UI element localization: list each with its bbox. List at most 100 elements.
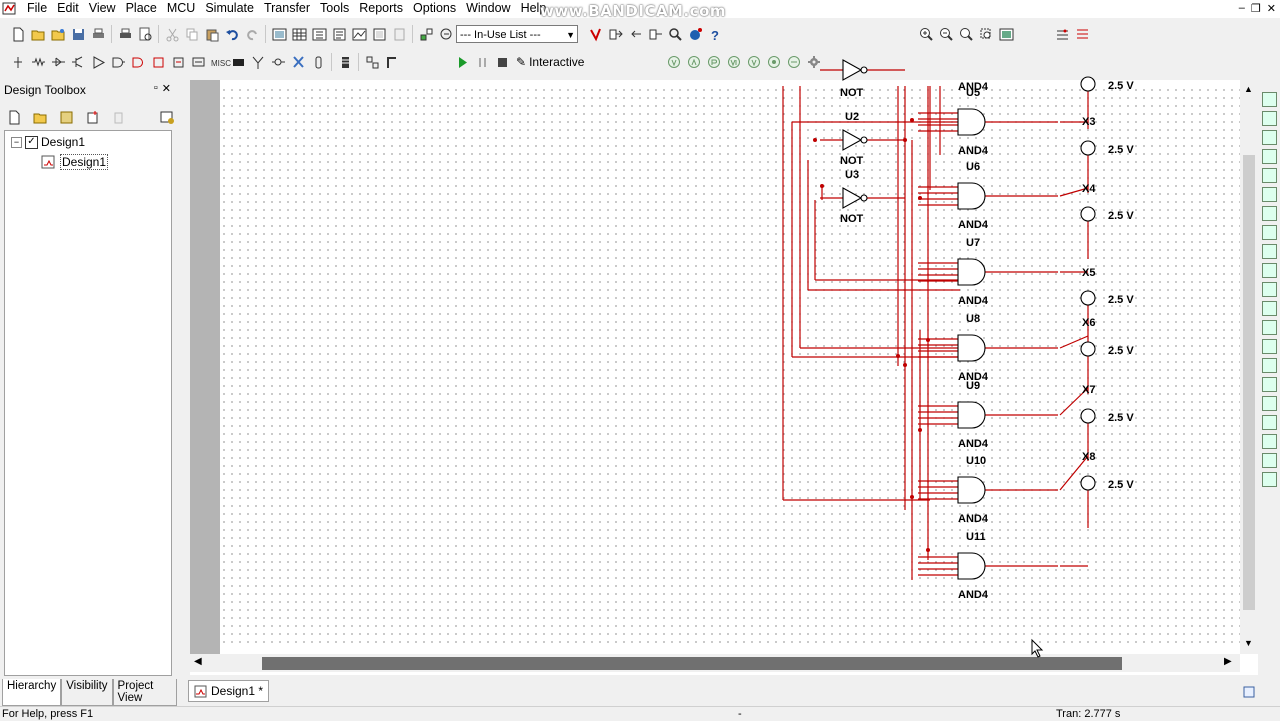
electrical-rules-icon[interactable]: [390, 25, 408, 43]
zoom-in-icon[interactable]: [917, 25, 935, 43]
back-annotate-icon[interactable]: [437, 25, 455, 43]
run-simulation-icon[interactable]: [453, 53, 471, 71]
menu-transfer[interactable]: Transfer: [263, 1, 311, 15]
menu-file[interactable]: File: [27, 1, 48, 15]
bode-plotter-icon[interactable]: [1262, 187, 1277, 202]
grapher-icon[interactable]: [350, 25, 368, 43]
toolbox-minimize-icon[interactable]: ▫: [153, 82, 158, 94]
help-icon[interactable]: ?: [706, 25, 724, 43]
iv-analyzer-icon[interactable]: [1262, 282, 1277, 297]
tab-hierarchy[interactable]: Hierarchy: [2, 679, 62, 706]
tab-scroll-icon[interactable]: [1243, 686, 1255, 698]
full-screen-zoom-icon[interactable]: [997, 25, 1015, 43]
spreadsheet-icon[interactable]: [290, 25, 308, 43]
probe-voltage-ref-icon[interactable]: [745, 53, 763, 71]
scroll-left-icon[interactable]: ◀: [194, 656, 202, 667]
print-icon[interactable]: [116, 25, 134, 43]
open-design-icon[interactable]: [31, 108, 49, 126]
electrical-rules-check-icon[interactable]: [586, 25, 604, 43]
postprocessor-icon[interactable]: [370, 25, 388, 43]
probe-ref-icon[interactable]: [785, 53, 803, 71]
menu-edit[interactable]: Edit: [57, 1, 79, 15]
zoom-sheet-icon[interactable]: [977, 25, 995, 43]
list-view-icon[interactable]: [1073, 25, 1091, 43]
open-folder-button[interactable]: [29, 25, 47, 43]
place-misc-digital-icon[interactable]: [149, 53, 167, 71]
place-probe-icon[interactable]: [309, 53, 327, 71]
back-annotate-ultiboard-icon[interactable]: [626, 25, 644, 43]
transfer-icon[interactable]: [606, 25, 624, 43]
restore-icon[interactable]: ❐: [1250, 3, 1261, 15]
network-analyzer-icon[interactable]: [1262, 339, 1277, 354]
oscilloscope-icon[interactable]: [1262, 149, 1277, 164]
scroll-right-icon[interactable]: ▶: [1224, 656, 1232, 667]
place-indicator-icon[interactable]: [189, 53, 207, 71]
save-button[interactable]: [69, 25, 87, 43]
design-checkbox-icon[interactable]: ✓: [25, 135, 38, 149]
cut-icon[interactable]: [163, 25, 181, 43]
function-generator-icon[interactable]: [1262, 111, 1277, 126]
interactive-mode-button[interactable]: ✎Interactive: [516, 55, 584, 69]
current-probe-icon[interactable]: [1262, 472, 1277, 487]
copy-icon[interactable]: [183, 25, 201, 43]
horizontal-scrollbar[interactable]: ◀ ▶: [190, 654, 1240, 672]
place-electromechanical-icon[interactable]: [269, 53, 287, 71]
probe-voltage-icon[interactable]: [665, 53, 683, 71]
new-file-button[interactable]: [9, 25, 27, 43]
four-channel-scope-icon[interactable]: [1262, 168, 1277, 183]
pause-simulation-icon[interactable]: [473, 53, 491, 71]
place-analog-icon[interactable]: [89, 53, 107, 71]
place-cmos-icon[interactable]: [129, 53, 147, 71]
agilent-multimeter-icon[interactable]: [1262, 377, 1277, 392]
toolbox-close-icon[interactable]: ✕: [161, 83, 171, 95]
new-subcircuit-icon[interactable]: [83, 108, 101, 126]
menu-place[interactable]: Place: [125, 1, 157, 15]
delete-design-icon[interactable]: [109, 108, 127, 126]
probe-diff-voltage-icon[interactable]: [725, 53, 743, 71]
frequency-counter-icon[interactable]: [1262, 206, 1277, 221]
place-mcu-icon[interactable]: [289, 53, 307, 71]
menu-window[interactable]: Window: [466, 1, 511, 15]
place-source-icon[interactable]: [9, 53, 27, 71]
menu-options[interactable]: Options: [413, 1, 457, 15]
component-wizard-icon[interactable]: [330, 25, 348, 43]
forward-annotate-icon[interactable]: [646, 25, 664, 43]
annotation-icon[interactable]: [417, 25, 435, 43]
horizontal-scroll-thumb[interactable]: [262, 657, 1122, 670]
agilent-generator-icon[interactable]: [1262, 358, 1277, 373]
wattmeter-icon[interactable]: [1262, 130, 1277, 145]
undo-icon[interactable]: [223, 25, 241, 43]
stop-simulation-icon[interactable]: [493, 53, 511, 71]
logic-analyzer-icon[interactable]: [1262, 263, 1277, 278]
place-ttl-icon[interactable]: [109, 53, 127, 71]
place-power-icon[interactable]: [229, 53, 247, 71]
multisim-app-icon[interactable]: [2, 1, 17, 16]
place-mixed-icon[interactable]: [169, 53, 187, 71]
menu-help[interactable]: Help: [520, 1, 547, 15]
print-preview-icon[interactable]: [136, 25, 154, 43]
minimize-icon[interactable]: –: [1238, 2, 1245, 14]
agilent-scope-icon[interactable]: [1262, 396, 1277, 411]
education-web-icon[interactable]: [686, 25, 704, 43]
place-basic-icon[interactable]: [29, 53, 47, 71]
zoom-area-icon[interactable]: [957, 25, 975, 43]
word-generator-icon[interactable]: [1262, 225, 1277, 240]
print-circuit-button[interactable]: [89, 25, 107, 43]
logic-converter-icon[interactable]: [1262, 244, 1277, 259]
place-junction-icon[interactable]: [383, 53, 401, 71]
menu-tools[interactable]: Tools: [320, 1, 350, 15]
paste-icon[interactable]: [203, 25, 221, 43]
open-sample-button[interactable]: [49, 25, 67, 43]
zoom-out-icon[interactable]: [937, 25, 955, 43]
tree-collapse-icon[interactable]: −: [11, 136, 22, 148]
distortion-analyzer-icon[interactable]: [1262, 301, 1277, 316]
tab-project-view[interactable]: Project View: [112, 679, 177, 706]
netlist-icon[interactable]: [1053, 25, 1071, 43]
probe-digital-icon[interactable]: [765, 53, 783, 71]
scroll-up-icon[interactable]: ▲: [1244, 84, 1253, 94]
design-document-tab[interactable]: Design1 *: [188, 680, 270, 702]
database-manager-icon[interactable]: [310, 25, 328, 43]
place-diode-icon[interactable]: [49, 53, 67, 71]
place-hierarchical-icon[interactable]: [336, 53, 354, 71]
